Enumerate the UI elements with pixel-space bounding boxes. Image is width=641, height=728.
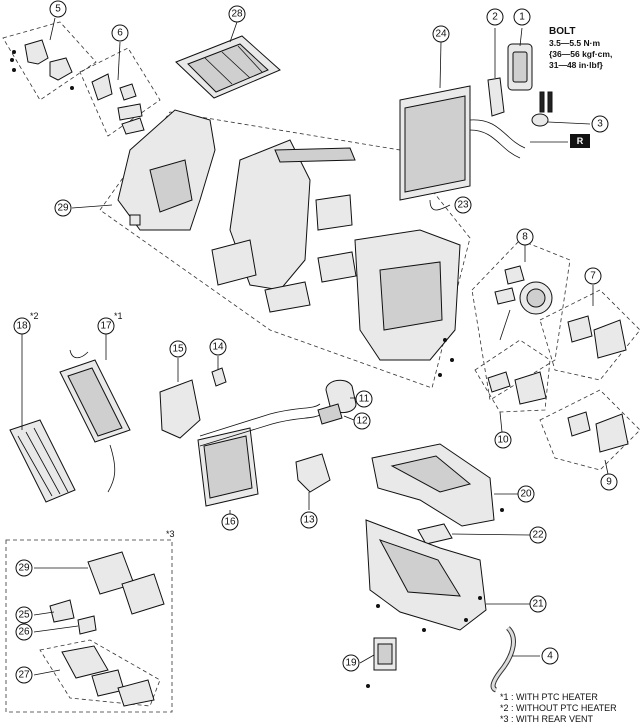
part-29-case-group [71,109,471,389]
svg-text:23: 23 [457,200,469,211]
callout-20: 20 [517,485,535,503]
svg-text:6: 6 [117,28,123,39]
svg-text:10: 10 [497,435,509,446]
bolt-title: BOLT [549,26,575,37]
callout-11: 11 [355,390,373,408]
svg-text:17: 17 [100,321,112,332]
part-22-seal [417,523,531,545]
callout-16: 16 [221,513,239,531]
callout-3: 3 [591,115,609,133]
part-5-bracket-group [2,17,97,101]
part-8-linkage-group [471,239,571,401]
part-1-2-3-seals [487,27,591,143]
note-3: *3 : WITH REAR VENT [500,714,594,724]
svg-text:19: 19 [345,658,357,669]
callout-27: 27 [15,666,33,684]
callout-29-main: 29 [54,199,72,217]
callout-21: 21 [529,595,547,613]
svg-text:29: 29 [57,203,69,214]
callout-18: 18 [13,317,31,335]
svg-text:9: 9 [606,477,612,488]
part-17-ptc-heater [59,334,131,493]
callout-5: 5 [49,0,67,18]
svg-text:18: 18 [16,321,28,332]
callout-10: 10 [494,431,512,449]
part-4-hose [490,626,540,693]
svg-text:11: 11 [359,394,370,405]
svg-text:22: 22 [532,530,544,541]
part-19-module [359,637,397,688]
callout-19: 19 [342,654,360,672]
part-13-bracket [295,453,331,510]
svg-text:R: R [577,136,584,146]
svg-text:1: 1 [519,12,525,23]
callout-7: 7 [584,267,602,285]
part-15-14-duct [159,356,227,439]
part-28-frame [175,21,281,99]
svg-text:4: 4 [547,651,553,662]
svg-text:8: 8 [522,232,528,243]
svg-text:2: 2 [492,12,498,23]
note-1: *1 : WITH PTC HEATER [500,692,598,702]
rear-vent-group [5,539,173,713]
asterisk-rear-vent: *3 [166,529,175,539]
callout-25: 25 [15,606,33,624]
note-2: *2 : WITHOUT PTC HEATER [500,703,617,713]
part-24-evaporator [399,41,526,211]
svg-text:25: 25 [18,610,30,621]
callout-22: 22 [529,526,547,544]
asterisk-part18: *2 [30,311,39,321]
callout-12: 12 [353,412,371,430]
callout-28: 28 [228,5,246,23]
callout-9: 9 [600,473,618,491]
callout-14: 14 [209,338,227,356]
callout-6: 6 [111,24,129,42]
callout-17: 17 [97,317,115,335]
svg-text:29: 29 [18,563,30,574]
svg-text:12: 12 [356,416,368,427]
part-7-actuator-group [539,285,641,381]
part-16-heater-core [197,403,323,514]
callout-8: 8 [516,228,534,246]
reference-box-r: R [570,134,590,148]
callout-15: 15 [169,340,187,358]
svg-text:7: 7 [590,271,596,282]
svg-text:14: 14 [212,342,224,353]
svg-text:16: 16 [224,517,236,528]
part-18-filter [9,334,76,503]
part-9-actuator-group [539,389,641,475]
svg-text:21: 21 [532,599,544,610]
svg-text:26: 26 [18,627,30,638]
svg-text:28: 28 [231,9,243,20]
svg-text:3: 3 [597,119,603,130]
callout-13: 13 [300,511,318,529]
callout-4: 4 [541,647,559,665]
callout-26: 26 [15,623,33,641]
svg-text:27: 27 [18,670,30,681]
part-11-12-gaskets [317,379,357,425]
part-20-duct [371,443,518,527]
callout-23: 23 [454,196,472,214]
callout-2: 2 [486,8,504,26]
svg-text:5: 5 [55,4,61,15]
callout-24: 24 [432,25,450,43]
part-10-linkage-group [474,339,551,433]
svg-text:15: 15 [172,344,184,355]
svg-text:20: 20 [520,489,532,500]
callout-1: 1 [513,8,531,26]
part-6-linkage-group [79,41,161,137]
callout-29-rear: 29 [15,559,33,577]
bolt-spec-line-3: 31—48 in·lbf} [549,60,604,70]
svg-text:13: 13 [303,515,315,526]
asterisk-part17: *1 [114,311,123,321]
bolt-spec-line-2: {36—56 kgf·cm, [549,49,612,59]
bolt-spec-line-1: 3.5—5.5 N·m [549,38,600,48]
part-21-lower-case [365,519,530,632]
svg-text:24: 24 [435,29,447,40]
